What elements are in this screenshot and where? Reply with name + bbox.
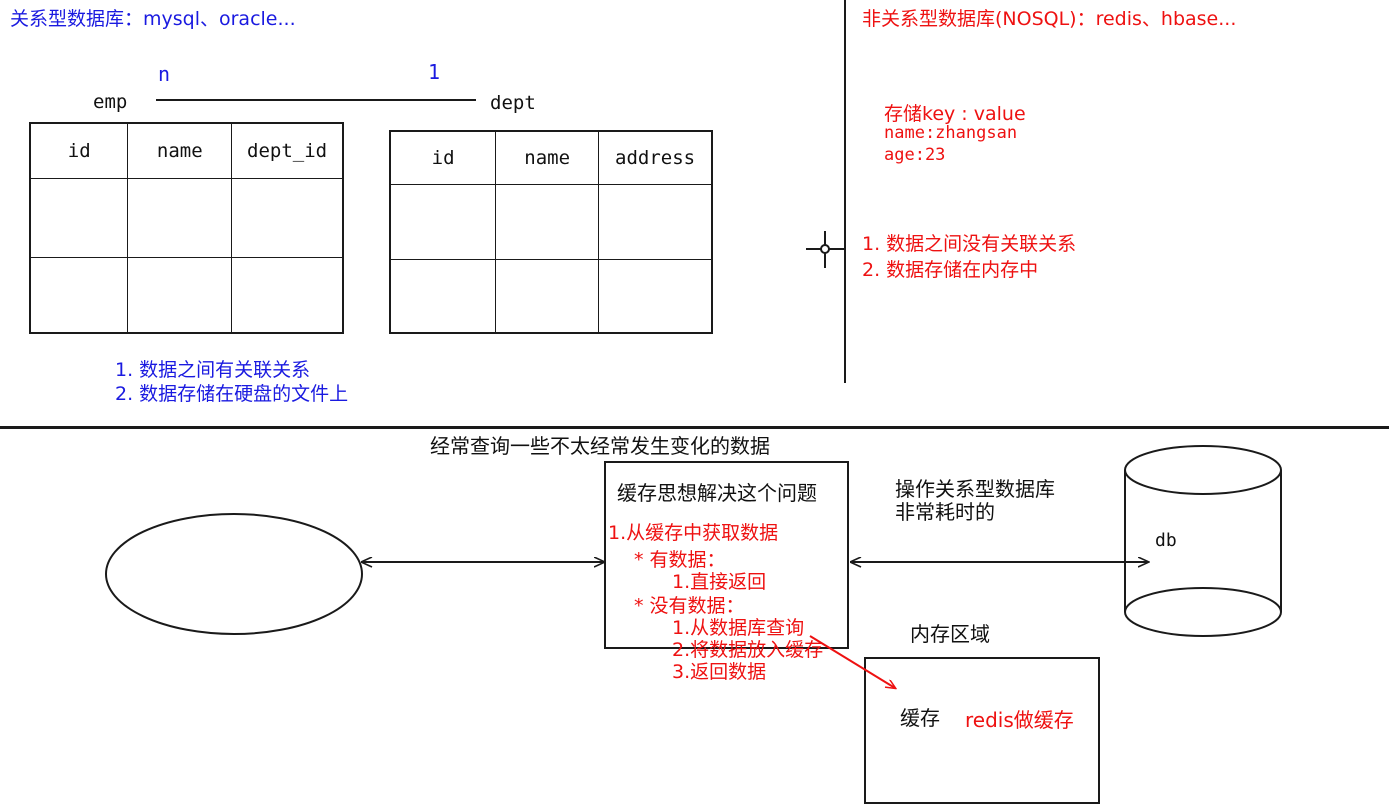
cache-rect-annotation: redis做缓存 xyxy=(965,708,1074,732)
dept-header-name: name xyxy=(495,130,600,185)
cache-strategy-box xyxy=(604,461,849,649)
emp-cell xyxy=(29,257,129,334)
crosshair-cursor xyxy=(806,231,845,268)
dept-table: id name address xyxy=(389,130,713,334)
emp-cell xyxy=(29,178,129,258)
emp-cell xyxy=(231,178,344,258)
nosql-heading: 非关系型数据库(NOSQL)：redis、hbase... xyxy=(862,8,1237,30)
dept-cell xyxy=(495,259,600,334)
cache-step-4: * 没有数据： xyxy=(634,595,745,617)
nosql-storage-line-3: age:23 xyxy=(884,145,946,165)
cache-step-2: * 有数据： xyxy=(634,549,726,571)
emp-header-id: id xyxy=(29,122,129,179)
cardinality-n-label: n xyxy=(158,62,171,86)
db-note-line-2: 非常耗时的 xyxy=(895,500,995,524)
emp-header-name: name xyxy=(127,122,233,179)
emp-table: id name dept_id xyxy=(29,122,344,334)
section-divider-vertical xyxy=(844,0,846,383)
cache-memory-rect xyxy=(864,657,1100,804)
entity-emp-label: emp xyxy=(93,91,128,113)
relationship-line xyxy=(156,99,476,101)
dept-cell xyxy=(389,184,497,260)
client-ellipse xyxy=(105,513,363,635)
nosql-note-1: 1. 数据之间没有关联关系 xyxy=(862,233,1077,255)
table-row xyxy=(389,259,713,334)
dept-header-id: id xyxy=(389,130,497,185)
cache-step-5: 1.从数据库查询 xyxy=(672,617,805,639)
cache-step-3: 1.直接返回 xyxy=(672,571,767,593)
emp-cell xyxy=(127,257,233,334)
emp-header-dept-id: dept_id xyxy=(231,122,344,179)
table-header-row: id name address xyxy=(389,130,713,185)
cache-step-6: 2.将数据放入缓存 xyxy=(672,639,824,661)
db-cylinder-label: db xyxy=(1155,530,1177,551)
table-row xyxy=(389,184,713,260)
section-divider-horizontal xyxy=(0,426,1389,429)
nosql-storage-line-1: 存储key : value xyxy=(884,103,1026,125)
cache-step-1: 1.从缓存中获取数据 xyxy=(608,522,779,544)
db-note-line-1: 操作关系型数据库 xyxy=(895,477,1055,501)
cache-box-title: 缓存思想解决这个问题 xyxy=(617,481,817,505)
db-cylinder xyxy=(1124,445,1282,637)
table-row xyxy=(29,257,344,334)
cache-rect-label: 缓存 xyxy=(900,706,940,730)
emp-cell xyxy=(231,257,344,334)
dept-cell xyxy=(495,184,600,260)
cache-step-7: 3.返回数据 xyxy=(672,661,767,683)
emp-cell xyxy=(127,178,233,258)
relational-note-1: 1. 数据之间有关联关系 xyxy=(115,359,311,381)
dept-cell xyxy=(598,184,713,260)
cardinality-1-label: 1 xyxy=(428,60,441,84)
table-header-row: id name dept_id xyxy=(29,122,344,179)
cache-top-caption: 经常查询一些不太经常发生变化的数据 xyxy=(430,434,770,458)
dept-cell xyxy=(598,259,713,334)
relational-heading: 关系型数据库：mysql、oracle... xyxy=(10,8,296,30)
dept-header-address: address xyxy=(598,130,713,185)
memory-area-label: 内存区域 xyxy=(910,622,990,646)
dept-cell xyxy=(389,259,497,334)
table-row xyxy=(29,178,344,258)
nosql-note-2: 2. 数据存储在内存中 xyxy=(862,259,1039,281)
nosql-storage-line-2: name:zhangsan xyxy=(884,123,1018,143)
entity-dept-label: dept xyxy=(490,92,536,114)
relational-note-2: 2. 数据存储在硬盘的文件上 xyxy=(115,383,349,405)
